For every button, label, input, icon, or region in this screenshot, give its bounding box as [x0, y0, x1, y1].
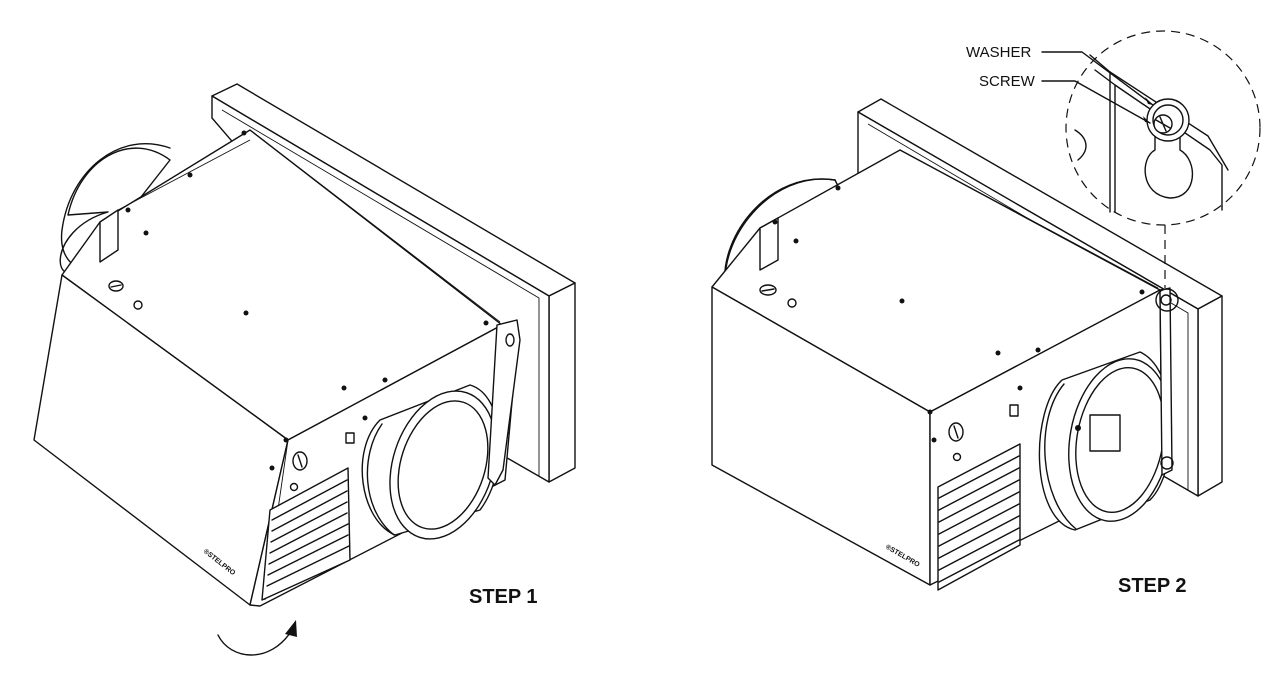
step2-bracket [1155, 287, 1179, 476]
screw-callout-label: SCREW [979, 73, 1036, 90]
step1-rotation-arrow-icon [217, 620, 297, 656]
step1-label: STEP 1 [469, 586, 538, 608]
step2-assembly: ®STELPRO [711, 30, 1261, 597]
washer-callout-label: WASHER [966, 44, 1031, 61]
step1-assembly: ®STELPRO STEP 1 [33, 83, 576, 656]
step2-detail-magnifier [1041, 30, 1261, 288]
step1-bracket [487, 319, 521, 486]
step2-grille [937, 443, 1021, 591]
step2-label: STEP 2 [1118, 575, 1187, 597]
step1-grille [261, 467, 351, 601]
step1-front-duct [361, 384, 501, 540]
